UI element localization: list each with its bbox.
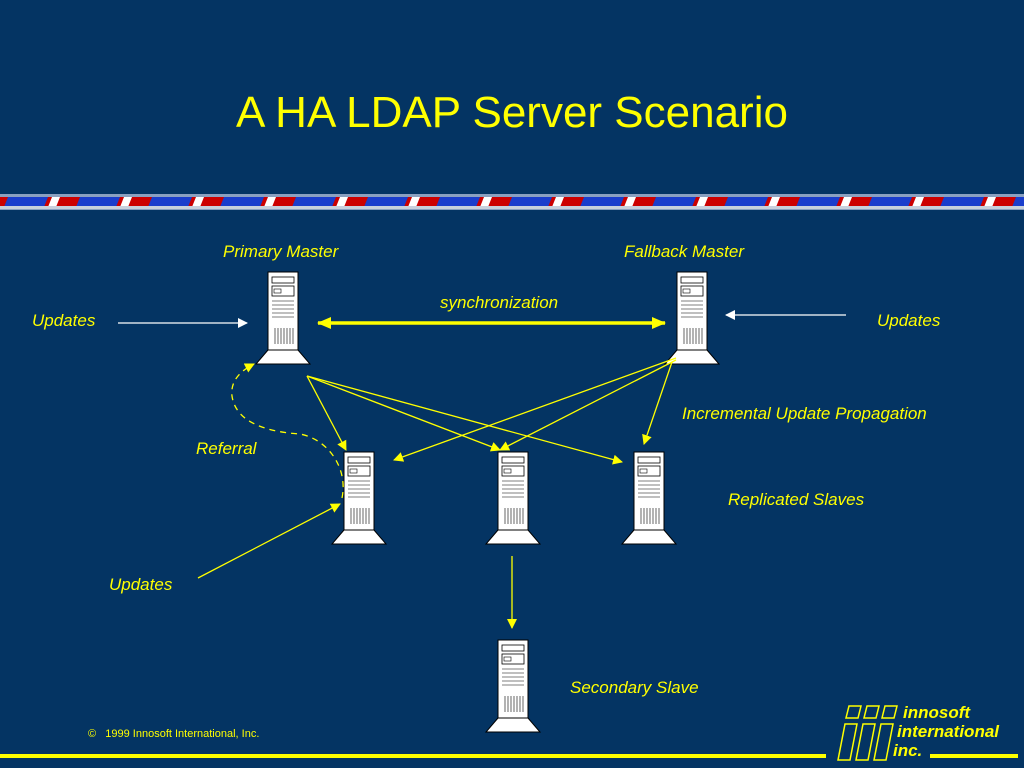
- rule-stripe-3: [220, 197, 264, 207]
- rule-stripe-white-11: [840, 197, 852, 207]
- secondary-slave-label: Secondary Slave: [570, 678, 699, 697]
- rule-stripe-white-5: [408, 197, 420, 207]
- rule-stripe-white-10: [768, 197, 780, 207]
- copyright-symbol: ©: [88, 728, 97, 740]
- rule-stripe-5: [364, 197, 408, 207]
- updates-left-label: Updates: [32, 311, 96, 330]
- rule-stripe-13: [940, 197, 984, 207]
- replicated-slaves-label: Replicated Slaves: [728, 490, 865, 509]
- referral-label: Referral: [196, 439, 257, 458]
- rule-stripe-2: [148, 197, 192, 207]
- rule-stripe-4: [292, 197, 336, 207]
- updates-bottom-arrow: [197, 503, 341, 579]
- rule-stripe-white-1: [120, 197, 132, 207]
- logo-line-international: international: [897, 722, 1000, 741]
- slave-2-server-icon: [485, 451, 541, 545]
- slide-title: A HA LDAP Server Scenario: [236, 88, 788, 137]
- updates-right-label: Updates: [877, 311, 941, 330]
- secondary-slave-server-icon: [485, 639, 541, 733]
- slave-1-server-icon: [331, 451, 387, 545]
- rule-stripe-6: [436, 197, 480, 207]
- rule-stripe-white-0: [48, 197, 60, 207]
- primary-master-label: Primary Master: [223, 242, 339, 261]
- rule-stripe-9: [652, 197, 696, 207]
- incremental-propagation-label: Incremental Update Propagation: [682, 404, 927, 423]
- rule-stripe-white-8: [624, 197, 636, 207]
- slave-3-server-icon: [621, 451, 677, 545]
- logo-line-inc: inc.: [893, 741, 923, 760]
- primary-master-server-icon: [255, 271, 311, 365]
- rule-stripe-white-6: [480, 197, 492, 207]
- fallback-master-server-icon: [664, 271, 720, 365]
- rule-stripe-white-7: [552, 197, 564, 207]
- primary-to-slave-1-arrow: [306, 375, 347, 451]
- synchronization-label: synchronization: [440, 293, 559, 312]
- rule-stripe-12: [868, 197, 912, 207]
- rule-stripe-11: [796, 197, 840, 207]
- rule-stripe-white-13: [984, 197, 996, 207]
- referral-curve: [231, 363, 344, 499]
- rule-stripe-7: [508, 197, 552, 207]
- copyright-notice: © 1999 Innosoft International, Inc.: [88, 728, 259, 740]
- rule-stripe-white-12: [912, 197, 924, 207]
- rule-stripe-8: [580, 197, 624, 207]
- copyright-text: 1999 Innosoft International, Inc.: [105, 728, 260, 740]
- rule-stripe-white-3: [264, 197, 276, 207]
- fallback-to-slave-1-arrow: [393, 357, 677, 462]
- primary-to-slave-3-arrow: [306, 375, 623, 465]
- logo-line-innosoft: innosoft: [903, 703, 971, 722]
- header-rule: [0, 194, 1024, 210]
- rule-stripe-white-9: [696, 197, 708, 207]
- rule-stripe-14: [1012, 197, 1024, 207]
- updates-bottom-label: Updates: [109, 575, 173, 594]
- rule-stripe-white-4: [336, 197, 348, 207]
- rule-stripe-1: [76, 197, 120, 207]
- rule-stripe-0: [4, 197, 48, 207]
- rule-stripe-10: [724, 197, 768, 207]
- fallback-to-slave-2-arrow: [499, 359, 677, 451]
- innosoft-logo: [837, 705, 898, 761]
- fallback-to-slave-3-arrow: [642, 361, 673, 445]
- primary-to-slave-2-arrow: [306, 375, 501, 452]
- rule-stripe-white-2: [192, 197, 204, 207]
- fallback-master-label: Fallback Master: [624, 242, 744, 261]
